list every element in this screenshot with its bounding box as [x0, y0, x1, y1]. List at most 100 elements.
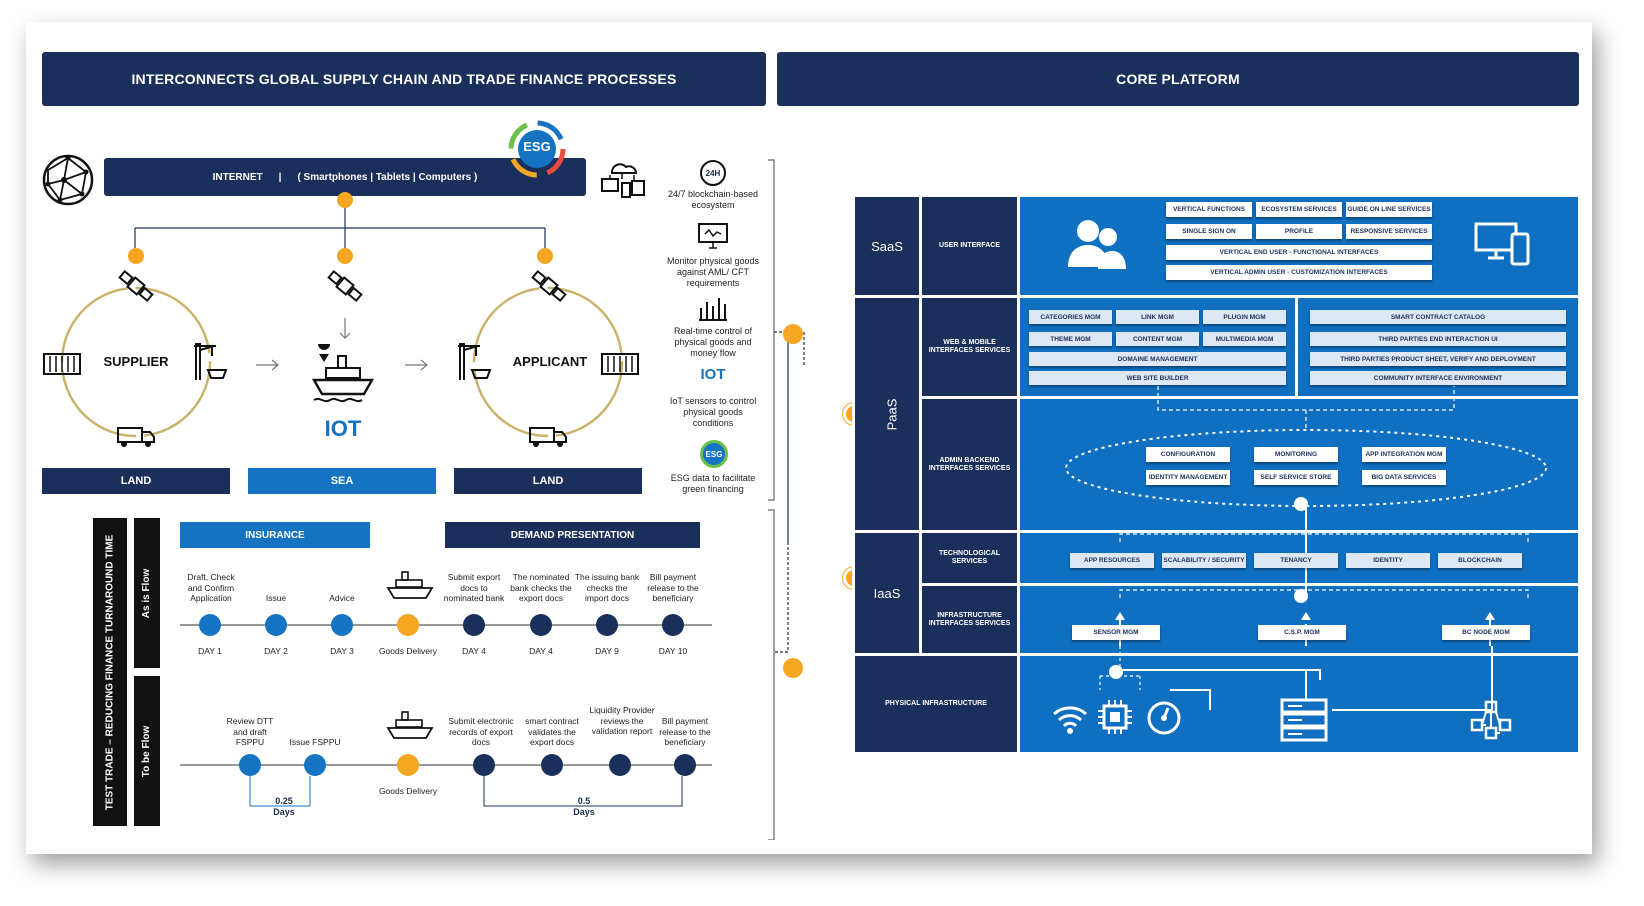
as-is-step-desc: Bill payment release to the beneficiary	[647, 572, 699, 603]
mode-bar-sea: SEA	[248, 468, 436, 494]
as-is-step-desc: The issuing bank checks the import docs	[574, 572, 640, 603]
pill-bc-node-mgm: BC NODE MGM	[1442, 625, 1530, 640]
to-be-step-desc: smart contract validates the export docs	[525, 716, 579, 747]
wifi-icon	[1053, 706, 1087, 734]
chip-icon	[1098, 700, 1132, 734]
junction-dot	[1294, 497, 1308, 511]
goods-delivery-label: Goods Delivery	[378, 786, 438, 796]
left-header: INTERCONNECTS GLOBAL SUPPLY CHAIN AND TR…	[42, 52, 766, 106]
pill-scalability-security: SCALABILITY / SECURITY	[1162, 553, 1246, 568]
pill-vertical-functions: VERTICAL FUNCTIONS	[1166, 202, 1252, 217]
as-is-step-day: DAY 4	[529, 646, 553, 656]
pill-configuration: CONFIGURATION	[1146, 447, 1230, 462]
goods-delivery-label: Goods Delivery	[378, 646, 438, 656]
users-icon	[1068, 220, 1126, 269]
internet-devices: ( Smartphones | Tablets | Computers )	[297, 171, 478, 183]
feature-text: Real-time control of physical goods and …	[673, 326, 753, 358]
as-is-step-dot	[331, 614, 353, 636]
as-is-step-desc: Draft, Check and Confirm Application	[187, 572, 235, 603]
pill-community-interface: COMMUNITY INTERFACE ENVIRONMENT	[1310, 371, 1566, 385]
demand-presentation-bar: DEMAND PRESENTATION	[445, 522, 700, 548]
blockchain-nodes-icon	[1470, 700, 1512, 740]
as-is-step-dot	[199, 614, 221, 636]
pill-third-parties-ui: THIRD PARTIES END INTERACTION UI	[1310, 332, 1566, 346]
satellite-icon	[327, 269, 363, 303]
pill-tenancy: TENANCY	[1254, 553, 1338, 568]
pill-identity-management: IDENTITY MANAGEMENT	[1146, 470, 1230, 485]
section-web-mobile: WEB & MOBILE INTERFACES SERVICES	[922, 298, 1017, 396]
truck-icon	[529, 427, 567, 447]
as-is-step-desc: Submit export docs to nominated bank	[443, 572, 505, 603]
applicant-label: APPLICANT	[512, 354, 588, 369]
timeline-title: TEST TRADE – REDUCING FINANCE TURNAROUND…	[93, 518, 127, 826]
esg-icon: ESG	[700, 440, 728, 468]
connector-dot	[783, 658, 803, 678]
pill-vertical-admin-user: VERTICAL ADMIN USER - CUSTOMIZATION INTE…	[1166, 265, 1432, 280]
feature-text: ESG data to facilitate green financing	[670, 473, 756, 494]
layer-paas: PaaS	[855, 298, 919, 530]
as-is-step-dot	[530, 614, 552, 636]
to-be-step-dot	[239, 754, 261, 776]
to-be-step-dot	[609, 754, 631, 776]
server-icon	[1280, 698, 1328, 742]
pill-third-parties-product: THIRD PARTIES PRODUCT SHEET, VERIFY AND …	[1310, 352, 1566, 366]
pill-sensor-mgm: SENSOR MGM	[1072, 625, 1160, 640]
as-is-step-desc: Issue	[265, 593, 287, 603]
pill-smart-contract-catalog: SMART CONTRACT CATALOG	[1310, 310, 1566, 324]
layer-saas: SaaS	[855, 197, 919, 295]
truck-icon	[117, 427, 155, 447]
pill-plugin-mgm: PLUGIN MGM	[1203, 310, 1286, 324]
pill-big-data-services: BIG DATA SERVICES	[1362, 470, 1446, 485]
pill-profile: PROFILE	[1256, 224, 1342, 239]
port-crane-icon	[194, 343, 228, 380]
realtime-control-icon	[699, 298, 727, 321]
pill-web-site-builder: WEB SITE BUILDER	[1029, 371, 1286, 385]
ship-icon	[386, 711, 434, 739]
node-dot	[537, 248, 553, 264]
to-be-step-desc: Liquidity Provider reviews the validatio…	[589, 705, 655, 736]
feature-text: 24/7 blockchain-based ecosystem	[667, 189, 759, 210]
as-is-step-day: DAY 2	[264, 646, 288, 656]
internet-label: INTERNET	[212, 171, 263, 183]
satellite-icon	[531, 269, 567, 303]
to-be-label: To be Flow	[134, 676, 160, 826]
pill-csp-mgm: C.S.P. MGM	[1258, 625, 1346, 640]
node-dot	[337, 192, 353, 208]
port-crane-icon	[458, 343, 492, 380]
pill-single-sign-on: SINGLE SIGN ON	[1166, 224, 1252, 239]
esg-badge-icon	[508, 120, 566, 178]
devices-icon	[1474, 222, 1530, 266]
as-is-step-desc: The nominated bank checks the export doc…	[510, 572, 572, 603]
section-admin-backend: ADMIN BACKEND INTERFACES SERVICES	[922, 399, 1017, 530]
monitor-goods-icon	[698, 223, 728, 249]
layer-iaas: IaaS	[855, 533, 919, 653]
to-be-step-desc: Bill payment release to the beneficiary	[659, 716, 711, 747]
globe-network-icon	[42, 154, 94, 206]
to-be-step-desc: Submit electronic records of export docs	[448, 716, 514, 747]
as-is-step-day: DAY 10	[658, 646, 688, 656]
pill-self-service-store: SELF SERVICE STORE	[1254, 470, 1338, 485]
mode-bar-land: LAND	[42, 468, 230, 494]
container-icon	[601, 353, 639, 375]
pill-theme-mgm: THEME MGM	[1029, 332, 1112, 346]
as-is-step-day: DAY 9	[595, 646, 619, 656]
as-is-step-dot	[463, 614, 485, 636]
to-be-step-desc: Review DTT and draft FSPPU	[226, 716, 274, 747]
pill-app-resources: APP RESOURCES	[1070, 553, 1154, 568]
junction-dot	[1294, 589, 1308, 603]
section-technological: TECHNOLOGICAL SERVICES	[922, 533, 1017, 583]
pill-ecosystem-services: ECOSYSTEM SERVICES	[1256, 202, 1342, 217]
supplier-label: SUPPLIER	[103, 354, 169, 369]
ship-icon	[386, 571, 434, 599]
iot-icon: IOT	[700, 366, 726, 383]
pill-guide-online: GUIDE ON LINE SERVICES	[1346, 202, 1432, 217]
pill-link-mgm: LINK MGM	[1116, 310, 1199, 324]
to-be-step-dot	[473, 754, 495, 776]
pill-multimedia-mgm: MULTIMEDIA MGM	[1203, 332, 1286, 346]
right-header: CORE PLATFORM	[777, 52, 1579, 106]
pill-vertical-end-user: VERTICAL END USER - FUNCTIONAL INTERFACE…	[1166, 245, 1432, 260]
to-be-step-desc: Issue FSPPU	[289, 737, 341, 747]
section-physical: PHYSICAL INFRASTRUCTURE	[855, 656, 1017, 752]
separator: |	[278, 171, 282, 183]
